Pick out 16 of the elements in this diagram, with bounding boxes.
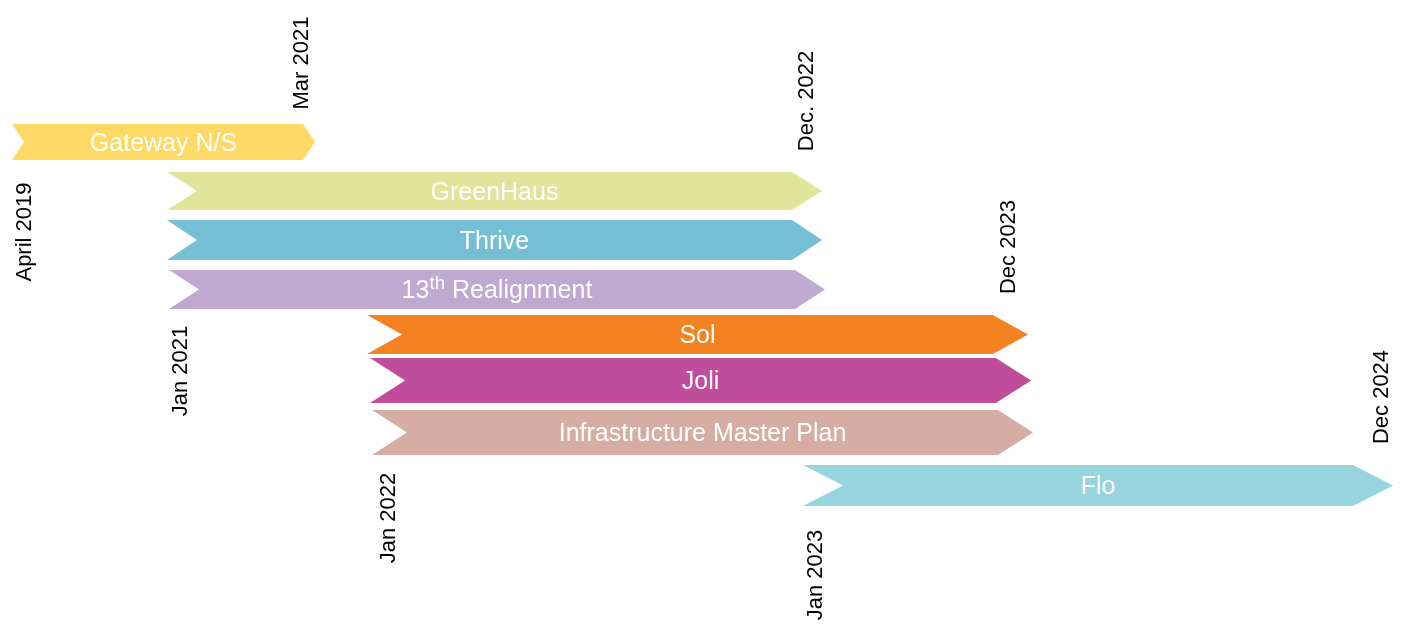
bar-label: Flo (1080, 473, 1116, 498)
date-label: Jan 2023 (804, 529, 826, 621)
bar-label: Sol (679, 322, 716, 347)
date-label: Mar 2021 (290, 16, 312, 110)
bar-label: Joli (681, 368, 720, 393)
date-label: Jan 2022 (377, 472, 399, 564)
bar-label: Gateway N/S (89, 129, 238, 155)
date-label: Dec 2024 (1370, 349, 1392, 445)
bar-label: GreenHaus (430, 178, 559, 204)
date-label: Dec 2023 (997, 199, 1019, 295)
date-label: Dec. 2022 (795, 50, 817, 152)
bar-label: 13$^{th}$ Realignment (401, 277, 593, 302)
bar-label: Infrastructure Master Plan (558, 420, 847, 445)
bar-label: Thrive (459, 227, 530, 253)
date-label: April 2019 (13, 182, 35, 282)
date-label: Jan 2021 (169, 325, 191, 417)
